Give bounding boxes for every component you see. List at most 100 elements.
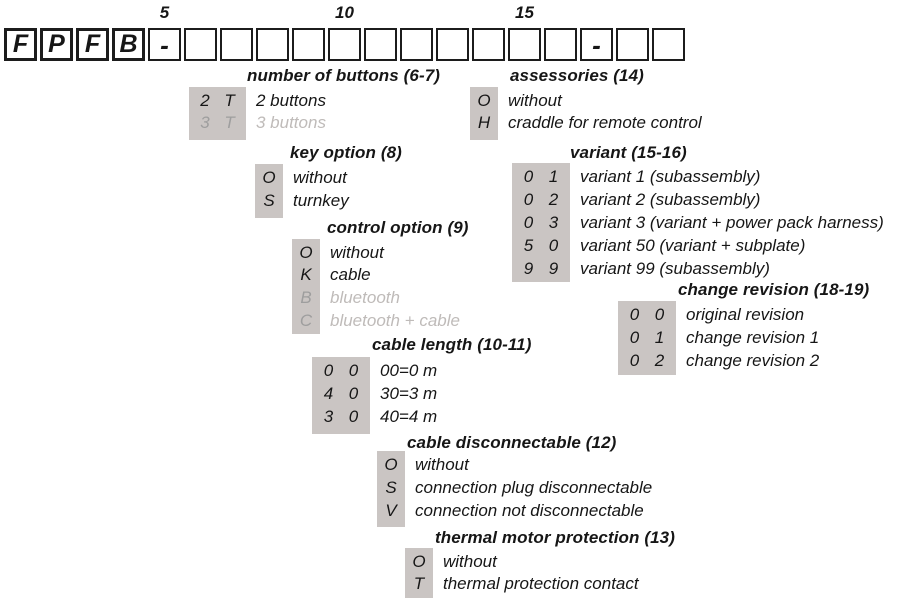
code-column-key-option xyxy=(255,164,283,218)
section-title-thermal-motor-protection: thermal motor protection (13) xyxy=(435,528,675,547)
option-description: 00=0 m xyxy=(380,360,438,380)
code-box-letter: F xyxy=(76,28,109,61)
option-description: without xyxy=(330,242,384,262)
option-code-char: V xyxy=(385,500,397,520)
code-box-empty xyxy=(616,28,649,61)
option-code-char: 0 xyxy=(323,360,334,380)
code-box-dash: - xyxy=(148,28,181,61)
option-description: 30=3 m xyxy=(380,383,438,403)
option-code-char: B xyxy=(300,288,312,308)
option-description: variant 50 (variant + subplate) xyxy=(580,236,806,256)
option-code-char: 1 xyxy=(654,327,665,347)
code-box-empty xyxy=(364,28,397,61)
option-code: O xyxy=(470,91,498,111)
code-box-letter: F xyxy=(4,28,37,61)
code-box-letter: P xyxy=(40,28,73,61)
option-description: 3 buttons xyxy=(256,112,326,132)
option-code: C xyxy=(292,311,320,331)
option-code-char: 0 xyxy=(548,236,559,256)
code-column-cable-disconnectable xyxy=(377,451,405,527)
section-title-cable-length: cable length (10-11) xyxy=(372,335,532,354)
section-title-key-option: key option (8) xyxy=(290,143,402,162)
section-title-number-of-buttons: number of buttons (6-7) xyxy=(247,66,441,85)
option-description: connection not disconnectable xyxy=(415,500,644,520)
option-description: without xyxy=(415,454,469,474)
code-column-number-of-buttons xyxy=(189,87,246,140)
code-column-thermal-motor-protection xyxy=(405,548,433,598)
option-description: thermal protection contact xyxy=(443,574,639,594)
option-code-char: T xyxy=(413,574,425,594)
option-description: connection plug disconnectable xyxy=(415,477,653,497)
code-column-control-option xyxy=(292,239,320,334)
code-box-empty xyxy=(652,28,685,61)
option-code: O xyxy=(292,243,320,263)
option-description: change revision 1 xyxy=(686,327,820,347)
code-box-empty xyxy=(328,28,361,61)
option-code-char: 2 xyxy=(654,350,665,370)
option-code-char: 3 xyxy=(200,112,210,132)
option-description: change revision 2 xyxy=(686,350,820,370)
option-code-char: 2 xyxy=(548,189,559,209)
option-code-char: S xyxy=(263,190,275,210)
option-description: variant 99 (subassembly) xyxy=(580,259,770,279)
code-box-letter: B xyxy=(112,28,145,61)
code-box-empty xyxy=(436,28,469,61)
option-code-char: C xyxy=(299,310,313,330)
option-description: 40=4 m xyxy=(380,406,438,426)
code-box-empty xyxy=(292,28,325,61)
option-code-char: T xyxy=(224,112,235,132)
position-label: 10 xyxy=(335,3,354,22)
option-code-char: H xyxy=(477,112,491,132)
section-title-variant: variant (15-16) xyxy=(570,143,687,162)
code-column-variant xyxy=(512,163,570,282)
option-code: O xyxy=(255,168,283,188)
section-title-change-revision: change revision (18-19) xyxy=(678,280,870,299)
option-code-char: 9 xyxy=(523,259,534,279)
code-box-dash: - xyxy=(580,28,613,61)
option-description: original revision xyxy=(686,304,805,324)
option-code-char: O xyxy=(262,167,276,187)
option-description: craddle for remote control xyxy=(508,112,702,132)
option-description: 2 buttons xyxy=(256,90,326,110)
option-code-char: 5 xyxy=(523,236,534,256)
code-box-empty xyxy=(544,28,577,61)
option-code-char: 0 xyxy=(348,360,359,380)
option-code: H xyxy=(470,113,498,133)
option-description: bluetooth + cable xyxy=(330,310,460,330)
option-code-char: 1 xyxy=(548,166,559,186)
code-box-empty xyxy=(508,28,541,61)
option-code: O xyxy=(405,552,433,572)
option-code-char: 0 xyxy=(523,189,534,209)
option-code-char: K xyxy=(300,265,312,285)
section-title-cable-disconnectable: cable disconnectable (12) xyxy=(407,433,617,452)
option-code-char: 0 xyxy=(523,166,534,186)
option-code-char: O xyxy=(299,242,313,262)
